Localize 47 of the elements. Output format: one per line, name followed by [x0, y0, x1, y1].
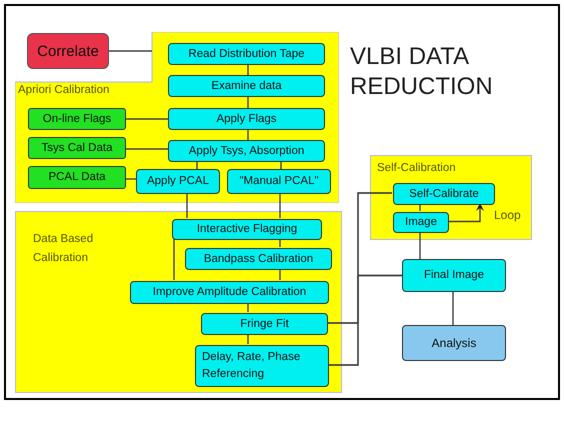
process-box: Apply PCAL	[136, 169, 220, 194]
edge-label: Loop	[494, 207, 521, 224]
process-box: Self-Calibrate	[393, 183, 495, 205]
connector-line	[247, 303, 249, 312]
connector-line	[279, 239, 281, 247]
process-box: Final Image	[402, 259, 506, 292]
process-box: Apply Tsys, Absorption	[168, 140, 325, 162]
group-title: Self-Calibration	[377, 161, 456, 176]
start-box: Correlate	[27, 33, 109, 69]
arrow	[448, 203, 484, 222]
input-box: On-line Flags	[28, 108, 126, 130]
group-panel	[370, 155, 532, 240]
connector-line	[109, 50, 152, 52]
connector-line	[452, 292, 454, 325]
process-box: Read Distribution Tape	[168, 43, 325, 65]
input-box: PCAL Data	[28, 166, 126, 189]
process-box: Examine data	[168, 75, 325, 97]
end-box: Analysis	[402, 325, 506, 361]
connector-line	[196, 162, 198, 169]
connector-line	[126, 118, 168, 120]
connector-line	[173, 239, 175, 280]
process-box: Apply Flags	[168, 108, 325, 130]
connector-line	[328, 274, 402, 366]
process-box: Fringe Fit	[201, 313, 328, 335]
connector-line	[280, 162, 282, 169]
connector-line	[247, 334, 249, 344]
connector-line	[126, 148, 168, 150]
process-box: Interactive Flagging	[172, 219, 322, 240]
process-box: Image	[393, 212, 449, 233]
input-box: Tsys Cal Data	[28, 137, 126, 159]
connector-line	[279, 194, 281, 218]
connector-line	[419, 232, 421, 259]
process-box: Improve Amplitude Calibration	[130, 281, 329, 304]
group-title: Data Based Calibration	[33, 232, 94, 266]
connector-line	[247, 130, 249, 140]
group-title: Apriori Calibration	[18, 83, 110, 98]
connector-line	[186, 194, 188, 218]
process-box: Bandpass Calibration	[185, 248, 332, 270]
connector-line	[279, 269, 281, 280]
connector-line	[126, 178, 136, 180]
diagram-title: VLBI DATA REDUCTION	[350, 42, 494, 102]
connector-line	[419, 204, 421, 211]
process-box: "Manual PCAL"	[227, 169, 331, 194]
process-box: Delay, Rate, Phase Referencing	[195, 345, 329, 387]
connector-line	[247, 97, 249, 108]
connector-line	[247, 65, 249, 75]
group-panel	[15, 211, 342, 393]
